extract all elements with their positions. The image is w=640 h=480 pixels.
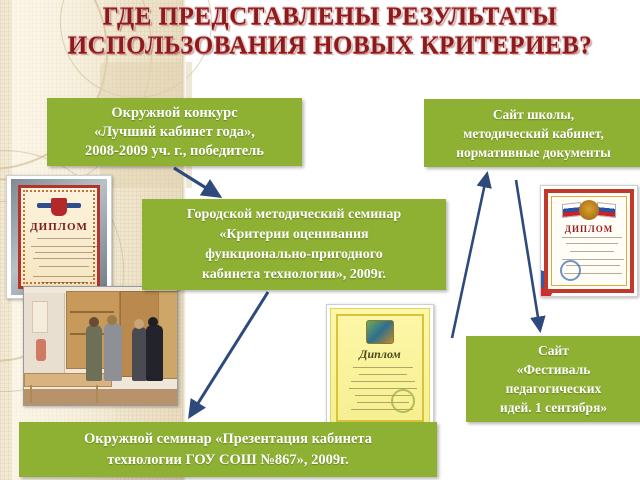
photo-table-leg — [30, 385, 32, 403]
photo-person — [86, 325, 102, 381]
textbox-sait-festival[interactable]: Сайт «Фестиваль педагогических идей. 1 с… — [466, 336, 640, 422]
diploma-center-caption: Диплом — [359, 347, 401, 361]
arrow-down-to-okr-seminar — [188, 291, 270, 420]
photo-floor — [24, 389, 177, 405]
double-eagle-emblem-icon — [579, 200, 599, 220]
diploma-center-header — [331, 312, 429, 317]
photo-table-leg — [96, 385, 98, 403]
photo-person — [146, 325, 163, 381]
image-diploma-right: ДИПЛОМ — [540, 185, 638, 297]
image-diploma-left: ДИПЛОМ — [6, 175, 112, 299]
textbox-okruzhnoy-seminar-label: Окружной семинар «Презентация кабинета т… — [84, 430, 372, 468]
photo-person — [104, 323, 122, 381]
photo-poster — [32, 301, 48, 333]
photo-person-head — [134, 319, 144, 329]
textbox-sait-shkoly-label: Сайт школы, методический кабинет, нормат… — [456, 106, 611, 160]
textbox-gorodskoy-seminar-label: Городской методический семинар «Критерии… — [186, 206, 402, 282]
diploma-left-ornament — [23, 190, 95, 284]
diploma-center-paper: Диплом — [330, 308, 430, 428]
diploma-left-caption: ДИПЛОМ — [30, 221, 88, 233]
textbox-sait-festival-label: Сайт «Фестиваль педагогических идей. 1 с… — [499, 343, 608, 415]
diploma-right-caption: ДИПЛОМ — [564, 224, 614, 234]
diploma-left-frame: ДИПЛОМ — [11, 179, 107, 295]
slide-title: ГДЕ ПРЕДСТАВЛЕНЫ РЕЗУЛЬТАТЫ ИСПОЛЬЗОВАНИ… — [67, 3, 593, 59]
coat-of-arms-icon — [51, 198, 67, 216]
russian-flag-icon — [597, 202, 616, 218]
arrow-down-to-festival — [514, 179, 546, 334]
image-diploma-center: Диплом — [326, 304, 434, 432]
diploma-left-paper: ДИПЛОМ — [18, 185, 100, 289]
photo-vase — [36, 339, 46, 361]
official-seal-icon — [391, 389, 415, 413]
textbox-gorodskoy-seminar[interactable]: Городской методический семинар «Критерии… — [142, 199, 446, 290]
textbox-sait-shkoly[interactable]: Сайт школы, методический кабинет, нормат… — [424, 99, 640, 167]
official-seal-icon — [560, 260, 581, 281]
photo-person — [132, 327, 147, 381]
textbox-okruzhnoy-konkurs-label: Окружной конкурс «Лучший кабинет года», … — [85, 104, 264, 159]
photo-person-head — [89, 317, 99, 327]
diploma-right-ornament — [551, 196, 627, 286]
photo-person-head — [107, 315, 117, 325]
emblem-icon — [366, 320, 394, 344]
diploma-center-ornament — [336, 314, 424, 422]
diploma-right-paper: ДИПЛОМ — [544, 189, 634, 293]
image-classroom-photo — [23, 286, 178, 406]
textbox-okruzhnoy-konkurs[interactable]: Окружной конкурс «Лучший кабинет года», … — [47, 98, 302, 166]
photo-shelf — [70, 311, 114, 313]
photo-person-head — [148, 317, 158, 327]
textbox-okruzhnoy-seminar[interactable]: Окружной семинар «Презентация кабинета т… — [19, 422, 437, 477]
arrow-up-to-sait-shkoly — [450, 170, 492, 339]
